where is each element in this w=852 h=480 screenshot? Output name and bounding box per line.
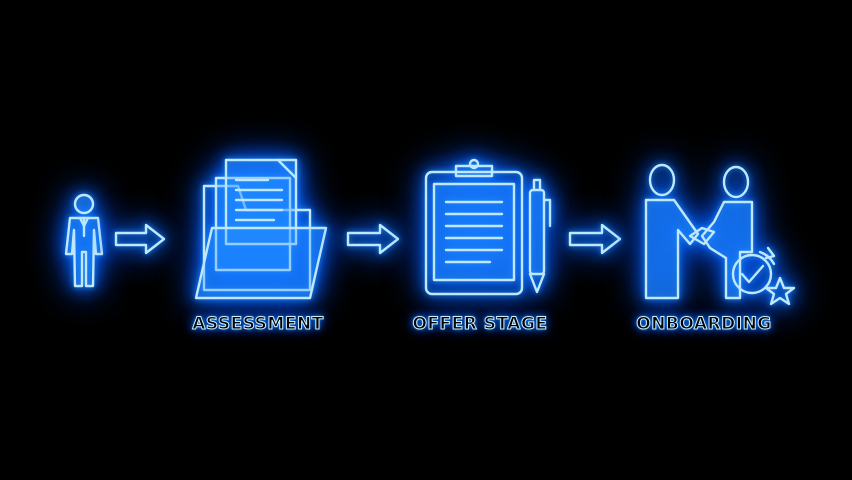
step-label-onboarding: ONBOARDING bbox=[636, 314, 772, 335]
person-icon bbox=[64, 193, 104, 288]
arrow-right-icon bbox=[114, 223, 166, 255]
step-label-offer-stage: OFFER STAGE bbox=[412, 314, 548, 335]
arrow-right-icon bbox=[568, 223, 622, 255]
folder-documents-icon bbox=[194, 158, 328, 300]
step-label-assessment: ASSESSMENT bbox=[192, 314, 324, 335]
handshake-icon bbox=[644, 163, 796, 306]
clipboard-pen-icon bbox=[424, 158, 552, 296]
arrow-right-icon bbox=[346, 223, 400, 255]
